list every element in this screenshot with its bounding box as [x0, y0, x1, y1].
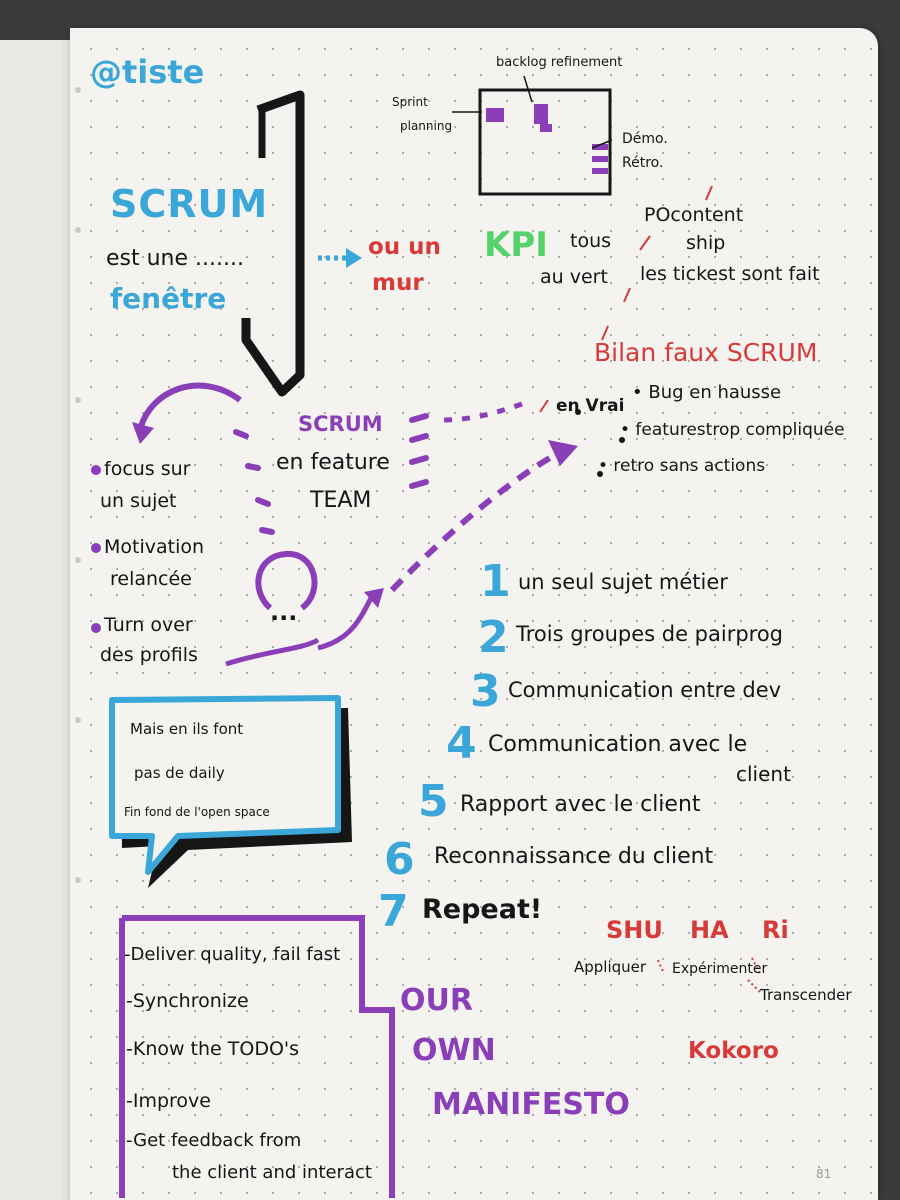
manifesto-item-1: -Deliver quality, fail fast	[124, 944, 341, 965]
mur-label: mur	[372, 270, 424, 296]
feature-team-dashes	[233, 413, 429, 535]
feature-team-line-2: en feature	[276, 450, 390, 475]
kokoro-label: Kokoro	[688, 1038, 779, 1064]
step-label-4b: client	[736, 762, 791, 786]
step-number-2: 2	[478, 612, 509, 663]
kpi-tickets: les tickest sont fait	[640, 263, 820, 285]
step-number-6: 6	[384, 834, 415, 885]
scrum-title: SCRUM	[110, 182, 269, 226]
benefit-1b: un sujet	[100, 490, 177, 512]
shu-label: SHU	[606, 916, 663, 944]
manifesto-title-2: OWN	[412, 1033, 496, 1068]
step-label-1: un seul sujet métier	[518, 570, 728, 594]
step-number-3: 3	[470, 666, 501, 717]
scrum-frame-drawing	[241, 90, 305, 397]
sprint-board	[478, 88, 612, 196]
bilan-item-2: • featurestrop compliquée	[620, 420, 845, 440]
kpi-tous: tous	[570, 230, 612, 252]
author-handle: @tiste	[90, 53, 205, 91]
manifesto-item-3: -Know the TODO's	[126, 1038, 300, 1060]
scrum-line-2: fenêtre	[110, 282, 227, 315]
step-label-5: Rapport avec le client	[460, 792, 701, 817]
demo-label: Démo.	[622, 131, 668, 147]
step-label-7: Repeat!	[422, 894, 543, 925]
scrum-line-1: est une .......	[106, 246, 244, 271]
arrow-to-bilan	[389, 449, 562, 593]
benefit-2b: relancée	[110, 568, 192, 590]
manifesto-item-6: the client and interact	[172, 1162, 372, 1183]
benefit-bullets	[91, 465, 101, 633]
step-number-1: 1	[480, 556, 511, 607]
bilan-item-1: • Bug en hausse	[632, 382, 782, 403]
manifesto-item-4: -Improve	[126, 1090, 211, 1112]
benefit-3b: des profils	[100, 644, 198, 666]
bilan-bullets	[575, 409, 625, 477]
backlog-refinement-label: backlog refinement	[496, 55, 623, 70]
bilan-title: Bilan faux SCRUM	[594, 338, 818, 367]
bubble-line-2: pas de daily	[134, 764, 225, 782]
ri-label: Ri	[762, 916, 789, 944]
planning-label: planning	[400, 119, 453, 133]
appliquer-label: Appliquer	[574, 958, 647, 976]
bilan-item-3: • retro sans actions	[598, 456, 766, 476]
notebook-page	[70, 28, 878, 1200]
feature-team-line-1: SCRUM	[298, 412, 383, 436]
speech-bubble	[109, 695, 341, 875]
step-label-2: Trois groupes de pairprog	[516, 622, 784, 646]
experimenter-label: Expérimenter	[672, 961, 768, 977]
benefit-3a: Turn over	[104, 614, 193, 636]
manifesto-title-1: OUR	[400, 983, 473, 1018]
step-label-4: Communication avec le	[488, 732, 748, 757]
ha-label: HA	[690, 916, 729, 944]
manifesto-item-5: -Get feedback from	[126, 1130, 302, 1151]
left-notebook-page	[0, 40, 80, 1200]
en-vrai-label: en Vrai	[556, 396, 625, 416]
arrow-right-from-bilan	[439, 401, 523, 423]
bubble-line-3: Fin fond de l'open space	[124, 805, 270, 819]
kpi-au-vert: au vert	[540, 266, 608, 288]
manifesto-frame	[122, 915, 395, 1198]
benefit-2a: Motivation	[104, 536, 205, 558]
arrow-left-curve	[137, 382, 242, 431]
retro-label: Rétro.	[622, 155, 664, 171]
benefit-1a: focus sur	[104, 458, 191, 480]
binding-stitches	[75, 87, 81, 883]
manifesto-item-2: -Synchronize	[126, 990, 249, 1012]
step-number-4: 4	[446, 718, 477, 769]
transcender-label: Transcender	[760, 986, 852, 1004]
kpi-ship: ship	[686, 232, 726, 254]
kpi-label: KPI	[484, 225, 548, 265]
sprint-board-notes	[486, 104, 608, 174]
thinking-dots: ...	[270, 598, 298, 626]
step-number-7: 7	[378, 886, 409, 937]
manifesto-title-3: MANIFESTO	[432, 1087, 630, 1122]
arrow-loop	[225, 637, 320, 667]
step-label-6: Reconnaissance du client	[434, 844, 714, 869]
kpi-marks	[539, 185, 713, 413]
feature-team-line-3: TEAM	[310, 488, 372, 513]
kpi-po-content: POcontent	[644, 204, 744, 226]
page-number: 81	[816, 1167, 832, 1181]
bubble-line-1: Mais en ils font	[130, 720, 244, 738]
sprint-label: Sprint	[392, 95, 428, 109]
step-number-5: 5	[418, 776, 449, 827]
person-head-drawing	[255, 551, 318, 611]
step-label-3: Communication entre dev	[508, 678, 782, 702]
ou-un-label: ou un	[368, 234, 441, 260]
